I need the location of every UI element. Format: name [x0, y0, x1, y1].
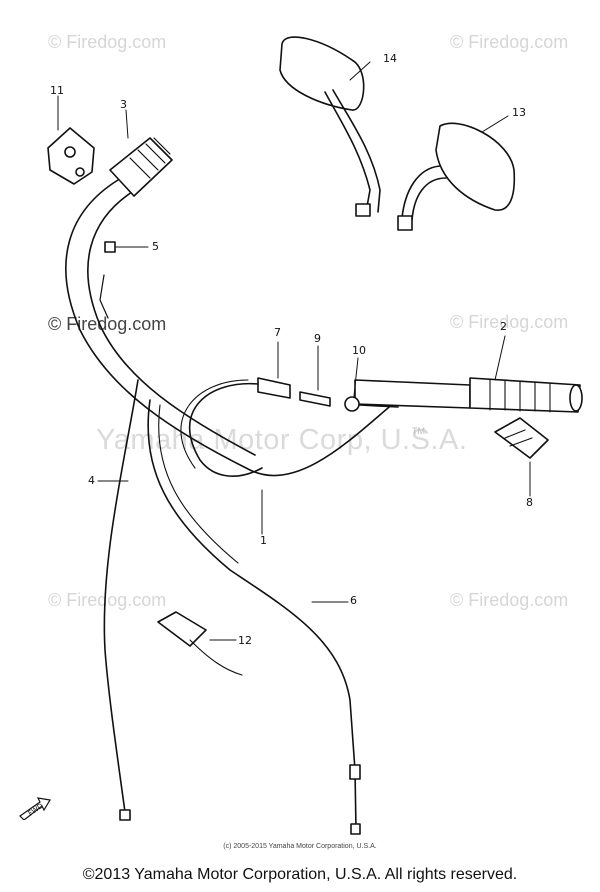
callout-13: 13: [512, 106, 526, 119]
long-cable: [147, 399, 357, 831]
diagram-copyright: (c) 2005-2015 Yamaha Motor Corporation, …: [223, 843, 377, 850]
watermark-top-left: © Firedog.com: [48, 32, 167, 52]
mirror-left-stem: [324, 91, 371, 213]
right-grip: [354, 379, 471, 409]
callout-5: 5: [152, 240, 159, 253]
throttle-grip: [109, 137, 173, 197]
right-grip-rubber: [469, 377, 581, 413]
callout-9: 9: [314, 332, 321, 345]
callout-2: 2: [500, 320, 507, 333]
watermark-low-right: © Firedog.com: [450, 590, 569, 610]
callout-3: 3: [120, 98, 127, 111]
forward-arrow-icon: FWD: [19, 797, 51, 820]
wire-clamp: [104, 241, 116, 253]
callout-12: 12: [238, 634, 252, 647]
callout-11: 11: [50, 84, 64, 97]
callout-10: 10: [352, 344, 366, 357]
callout-14: 14: [383, 52, 397, 65]
watermark-top-right: © Firedog.com: [450, 32, 569, 52]
watermark-trademark: TM: [412, 426, 425, 436]
handlebar-tube-inner: [87, 191, 256, 456]
footer-copyright: ©2013 Yamaha Motor Corporation, U.S.A. A…: [82, 866, 518, 883]
watermark-brand: Yamaha Motor Corp, U.S.A.: [96, 424, 468, 456]
cable-adjuster: [257, 377, 291, 399]
watermark-mid-right: © Firedog.com: [450, 312, 569, 332]
callout-4: 4: [88, 474, 95, 487]
callout-8: 8: [526, 496, 533, 509]
handlebar-tube-outer: [65, 179, 401, 477]
mirror-right-stem: [401, 165, 441, 219]
throttle-cable: [188, 382, 263, 477]
right-switch: [494, 417, 549, 459]
mirror-right-glass: [435, 122, 516, 211]
callout-7: 7: [274, 326, 281, 339]
callout-1: 1: [260, 534, 267, 547]
lower-cable: [103, 379, 139, 813]
watermark-mid-left: © Firedog.com: [48, 314, 167, 334]
left-switch-housing: [47, 127, 95, 185]
watermark-low-left: © Firedog.com: [48, 590, 167, 610]
callout-6: 6: [350, 594, 357, 607]
small-switch: [157, 611, 207, 647]
mirror-left-glass: [279, 36, 365, 111]
